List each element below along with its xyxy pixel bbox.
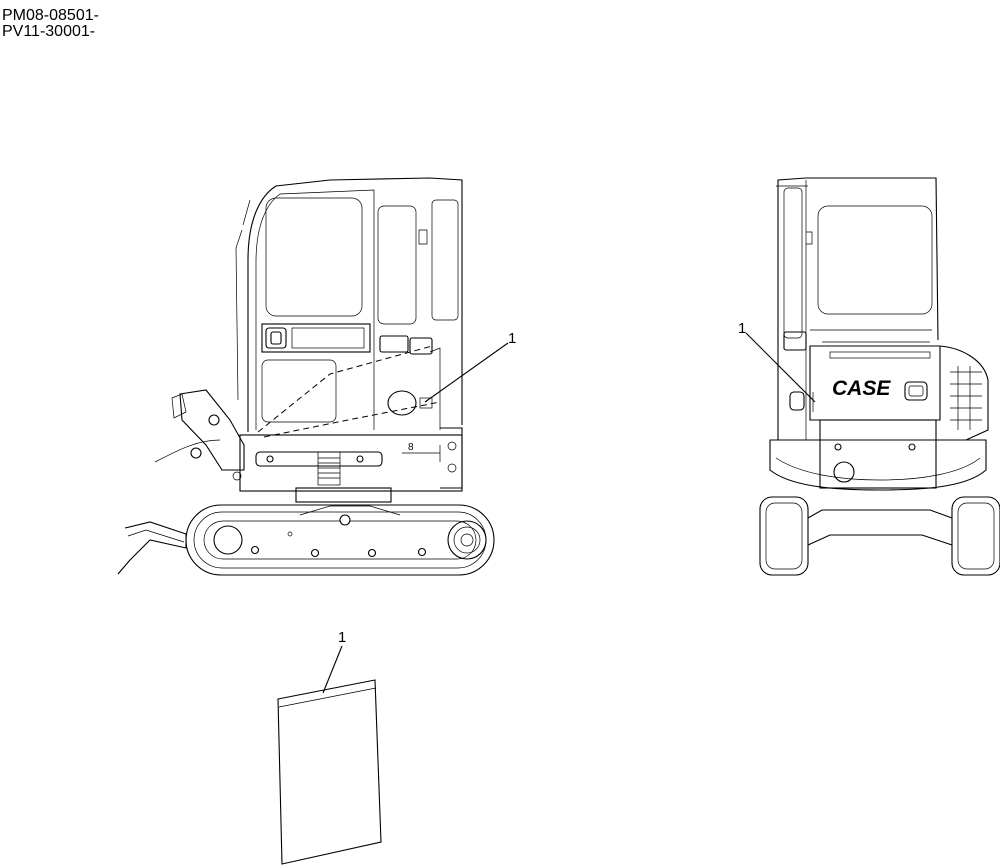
- rear-callout: 1: [738, 320, 816, 403]
- side-decal-location: 8: [257, 345, 441, 462]
- side-callout: 1: [424, 330, 516, 403]
- excavator-side-view: 8 1: [117, 177, 516, 576]
- rear-tracks: [759, 496, 1000, 576]
- side-dozer-blade: [117, 521, 187, 575]
- side-lower-body: [239, 427, 463, 503]
- decal-detail: 1: [277, 629, 382, 865]
- side-callout-number: 1: [508, 330, 516, 347]
- serial-range-2: PV11-30001-: [2, 23, 96, 40]
- decal-callout-number: 1: [338, 629, 346, 646]
- serial-range-1: PM08-08501-: [2, 7, 99, 24]
- side-cab: [235, 177, 463, 432]
- dimension-label: 8: [408, 442, 414, 453]
- rear-cab: [776, 177, 939, 440]
- rear-brand-text: CASE: [832, 377, 891, 400]
- side-boom: [154, 389, 245, 481]
- rear-callout-number: 1: [738, 320, 746, 337]
- serial-range-block: PM08-08501- PV11-30001-: [2, 8, 99, 40]
- rear-body: CASE: [769, 341, 989, 491]
- side-track: [185, 504, 495, 576]
- excavator-rear-view: CASE 1: [738, 177, 1000, 576]
